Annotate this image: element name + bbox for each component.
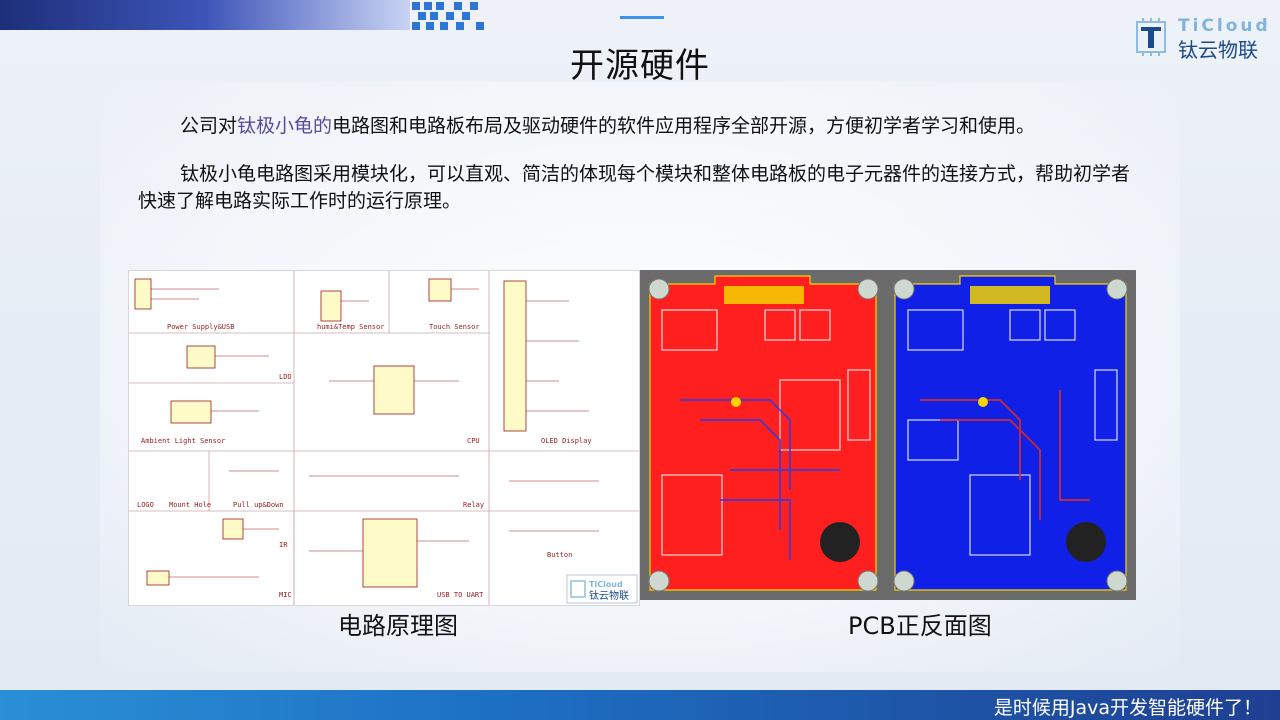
schematic-module-label: LOGO — [137, 501, 154, 509]
page-title: 开源硬件 — [570, 46, 710, 86]
schematic-module-label: LDO — [279, 373, 292, 381]
p1-suffix: 电路图和电路板布局及驱动硬件的软件应用程序全部开源，方便初学者学习和使用。 — [332, 115, 1036, 137]
schematic-logo-en: TiCloud — [589, 580, 623, 589]
logo-chinese-text: 钛云物联 — [1178, 38, 1258, 62]
pcb-board-image — [640, 270, 1136, 600]
schematic-module-label: Button — [547, 551, 572, 559]
footer-slogan: 是时候用Java开发智能硬件了！ — [993, 697, 1262, 719]
schematic-drawing: Power Supply&USB humi&Temp Sensor Touch Se… — [129, 271, 639, 605]
schematic-module-label: IR — [279, 541, 288, 549]
p1-prefix: 公司对 — [180, 115, 238, 137]
pcb-caption: PCB正反面图 — [848, 612, 992, 640]
footer-bar: 是时候用Java开发智能硬件了！ — [0, 690, 1280, 720]
top-banner-bar — [0, 0, 410, 30]
schematic-module-label: MIC — [279, 591, 292, 599]
schematic-module-label: OLED Display — [541, 437, 592, 445]
schematic-logo-cn: 钛云物联 — [589, 589, 629, 602]
company-logo: TiCloud 钛云物联 — [1134, 16, 1271, 62]
logo-english-text: TiCloud — [1178, 16, 1271, 36]
ticloud-logo-icon — [1136, 18, 1166, 56]
schematic-logo: TiCloud 钛云物联 — [566, 574, 638, 604]
pcb-drawing — [648, 275, 1128, 592]
schematic-module-label: humi&Temp Sensor — [317, 323, 384, 331]
circuit-schematic-image: Power Supply&USB humi&Temp Sensor Touch Se… — [128, 270, 640, 606]
schematic-module-label: Touch Sensor — [429, 323, 480, 331]
schematic-module-label: Power Supply&USB — [167, 323, 234, 331]
detail-paragraph: 钛极小龟电路图采用模块化，可以直观、简洁的体现每个模块和整体电路板的电子元器件的… — [138, 163, 1131, 212]
schematic-module-label: CPU — [467, 437, 480, 445]
schematic-module-label: Ambient Light Sensor — [141, 437, 225, 445]
schematic-module-label: Relay — [463, 501, 484, 509]
schematic-module-label: Pull up&Down — [233, 501, 284, 509]
intro-paragraph: 公司对钛极小龟的电路图和电路板布局及驱动硬件的软件应用程序全部开源，方便初学者学… — [138, 113, 1148, 140]
p1-highlight: 钛极小龟的 — [237, 115, 333, 137]
schematic-caption: 电路原理图 — [338, 612, 458, 640]
schematic-module-label: Mount Hole — [169, 501, 211, 509]
title-accent-line — [620, 16, 664, 19]
pixel-decoration — [410, 0, 490, 30]
schematic-module-label: USB TO UART — [437, 591, 484, 599]
